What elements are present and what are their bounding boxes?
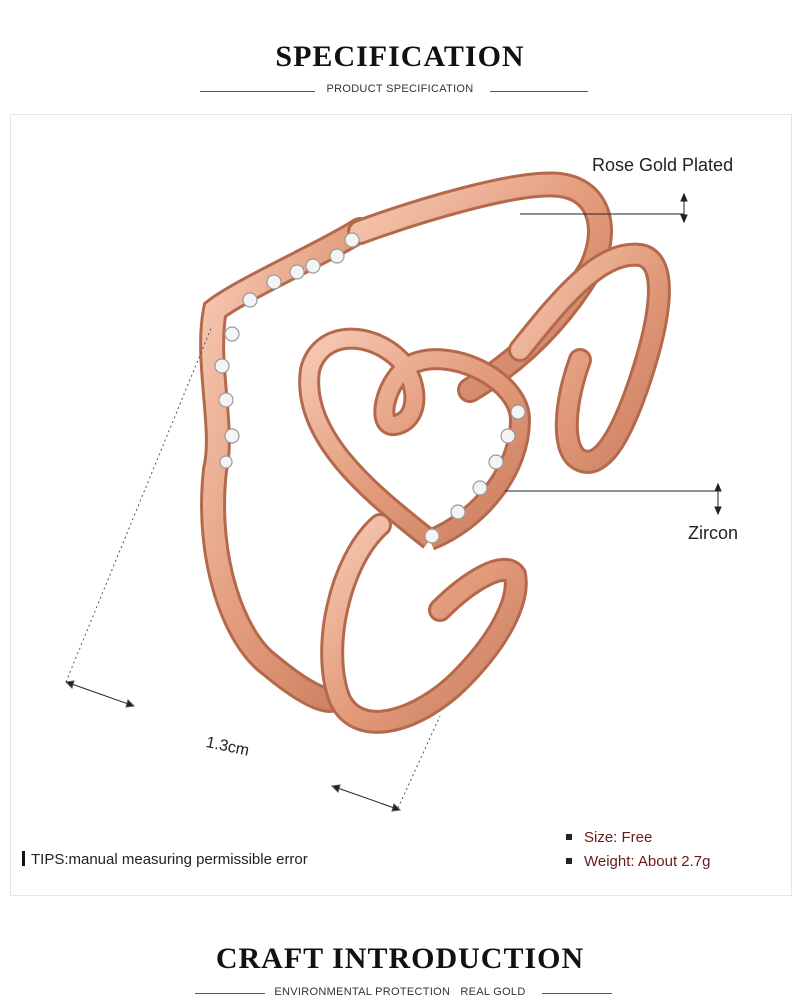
measurement-guide (64, 325, 441, 812)
specification-subtitle: PRODUCT SPECIFICATION (326, 83, 474, 95)
tips-marker (22, 851, 25, 866)
size-text: Size: Free (584, 829, 653, 846)
tips-text: TIPS:manual measuring permissible error (31, 851, 308, 868)
craft-rule-right (542, 993, 612, 994)
plating-label: Rose Gold Plated (592, 155, 734, 175)
bullet-square-icon (566, 834, 572, 840)
craft-introduction-subtitle: ENVIRONMENTAL PROTECTION REAL GOLD (274, 986, 526, 998)
tips-note: TIPS:manual measuring permissible error (22, 851, 308, 868)
craft-introduction-title: CRAFT INTRODUCTION (215, 942, 585, 975)
zircon-label: Zircon (688, 523, 739, 543)
header-rule-right (490, 91, 588, 92)
weight-spec: Weight: About 2.7g (566, 853, 710, 870)
bullet-square-icon (566, 858, 572, 864)
zircon-stones-heart (424, 404, 526, 544)
weight-text: Weight: About 2.7g (584, 853, 711, 870)
zircon-stones-band (214, 232, 360, 469)
header-rule-left (200, 91, 315, 92)
craft-rule-left (195, 993, 265, 994)
zircon-callout-line (505, 482, 722, 516)
plating-callout-line (520, 192, 688, 224)
specification-title: SPECIFICATION (275, 40, 525, 73)
size-spec: Size: Free (566, 829, 652, 846)
